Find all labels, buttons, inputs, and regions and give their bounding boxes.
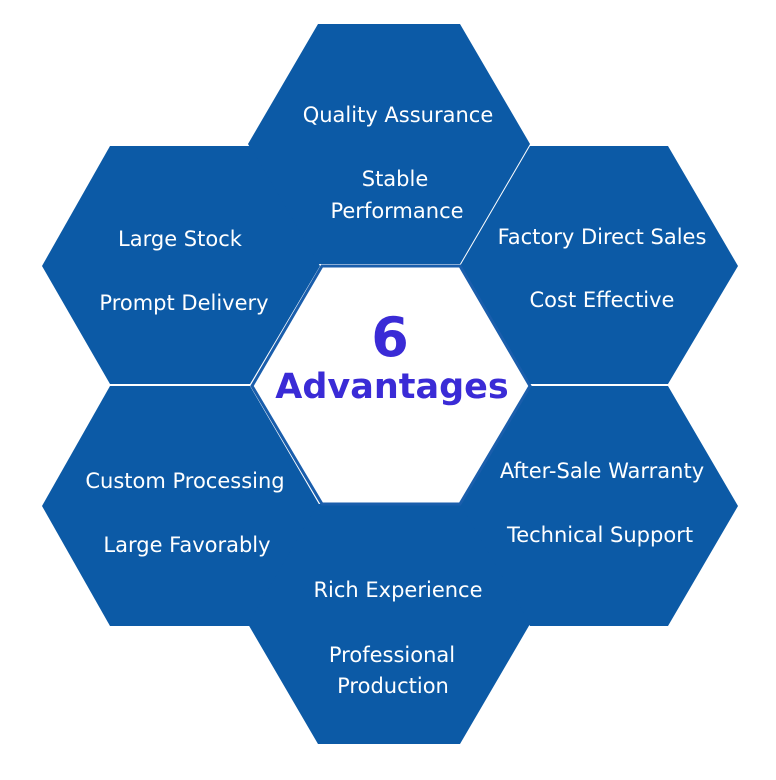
hex-lower-left-shape bbox=[42, 386, 320, 626]
hex-bottom-line2b: Production bbox=[337, 674, 449, 698]
hex-center: 6 Advantages bbox=[250, 264, 532, 506]
hex-top-line2a: Stable bbox=[362, 167, 429, 191]
hex-lower-right-line2: Technical Support bbox=[506, 523, 693, 547]
hex-lower-right-shape bbox=[460, 386, 738, 626]
hex-top-shape bbox=[248, 24, 530, 264]
hex-upper-right-line2: Cost Effective bbox=[530, 288, 675, 312]
hex-top-line1: Quality Assurance bbox=[303, 103, 494, 127]
hex-upper-left-shape bbox=[42, 146, 320, 384]
hex-lower-left-line2: Large Favorably bbox=[103, 533, 270, 557]
hex-bottom-line2a: Professional bbox=[329, 643, 455, 667]
hex-lower-left-line1: Custom Processing bbox=[85, 469, 284, 493]
hex-bottom-line1: Rich Experience bbox=[313, 578, 482, 602]
hex-top-line2b: Performance bbox=[330, 199, 463, 223]
hex-upper-right-line1: Factory Direct Sales bbox=[498, 225, 707, 249]
hex-bottom-shape bbox=[248, 504, 530, 744]
hex-upper-left-line1: Large Stock bbox=[118, 227, 243, 251]
center-word: Advantages bbox=[275, 367, 508, 407]
hex-bottom: Rich Experience Professional Production bbox=[248, 504, 530, 744]
hex-top: Quality Assurance Stable Performance bbox=[248, 24, 530, 264]
hex-upper-right: Factory Direct Sales Cost Effective bbox=[460, 146, 738, 384]
hex-lower-right: After-Sale Warranty Technical Support bbox=[460, 386, 738, 626]
center-number: 6 bbox=[371, 306, 409, 369]
hex-upper-right-shape bbox=[460, 146, 738, 384]
hex-lower-left: Custom Processing Large Favorably bbox=[42, 386, 320, 626]
hex-upper-left-line2: Prompt Delivery bbox=[99, 291, 268, 315]
hex-lower-right-line1: After-Sale Warranty bbox=[500, 459, 704, 483]
hex-upper-left: Large Stock Prompt Delivery bbox=[42, 146, 320, 384]
hex-center-shape bbox=[250, 264, 532, 506]
